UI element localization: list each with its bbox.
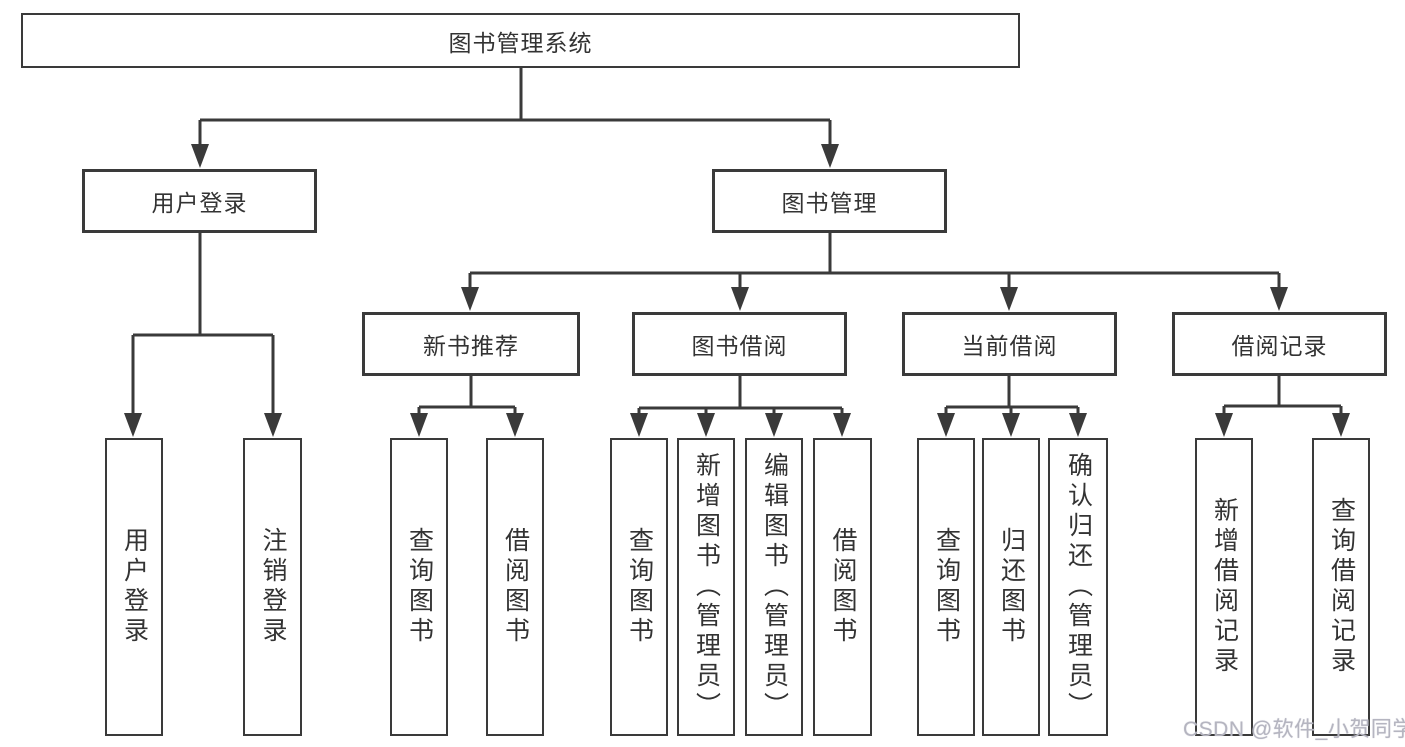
leaf-return-book: 归还图书 <box>982 438 1040 736</box>
leaf-borrow-book-1: 借阅图书 <box>486 438 544 736</box>
node-label: 借阅记录 <box>1231 333 1328 359</box>
csdn-watermark: CSDN @软件_小贺同学 <box>1183 718 1405 741</box>
leaf-add-borrow-record: 新增借阅记录 <box>1195 438 1253 736</box>
node-label: 当前借阅 <box>961 333 1058 359</box>
leaf-label: 新增借阅记录 <box>1210 497 1239 677</box>
arrowhead-icons <box>124 144 1350 437</box>
leaf-label: 归还图书 <box>997 527 1026 647</box>
leaf-label: 新增图书（管理员） <box>692 452 721 722</box>
leaf-user-login: 用户登录 <box>105 438 163 736</box>
node-label: 图书管理 <box>781 190 878 216</box>
leaf-label: 注销登录 <box>259 527 287 647</box>
leaf-query-book-2: 查询图书 <box>610 438 668 736</box>
leaf-logout: 注销登录 <box>243 438 302 736</box>
leaf-edit-book-admin: 编辑图书（管理员） <box>745 438 803 736</box>
leaf-add-book-admin: 新增图书（管理员） <box>677 438 735 736</box>
leaf-label: 用户登录 <box>120 527 149 647</box>
node-current-borrow: 当前借阅 <box>902 312 1117 376</box>
leaf-query-book-3: 查询图书 <box>917 438 975 736</box>
leaf-label: 借阅图书 <box>501 527 530 647</box>
leaf-label: 查询图书 <box>932 527 961 647</box>
leaf-label: 查询图书 <box>405 527 434 647</box>
leaf-label: 查询图书 <box>625 527 654 647</box>
node-label: 新书推荐 <box>423 333 519 359</box>
node-book-management-module: 图书管理 <box>712 169 947 233</box>
leaf-label: 编辑图书（管理员） <box>760 452 789 722</box>
leaf-query-book-1: 查询图书 <box>390 438 448 736</box>
node-root-system: 图书管理系统 <box>21 13 1020 68</box>
node-root-label: 图书管理系统 <box>448 29 593 56</box>
node-book-borrow: 图书借阅 <box>632 312 847 376</box>
leaf-query-borrow-record: 查询借阅记录 <box>1312 438 1370 736</box>
leaf-confirm-return-admin: 确认归还（管理员） <box>1048 438 1108 736</box>
node-new-book-recommend: 新书推荐 <box>362 312 580 376</box>
node-label: 图书借阅 <box>691 333 788 359</box>
leaf-label: 查询借阅记录 <box>1327 497 1356 677</box>
node-label: 用户登录 <box>151 190 248 216</box>
node-borrow-record: 借阅记录 <box>1172 312 1387 376</box>
node-user-login-module: 用户登录 <box>82 169 317 233</box>
leaf-label: 借阅图书 <box>829 527 857 647</box>
leaf-label: 确认归还（管理员） <box>1064 452 1093 722</box>
leaf-borrow-book-2: 借阅图书 <box>813 438 872 736</box>
